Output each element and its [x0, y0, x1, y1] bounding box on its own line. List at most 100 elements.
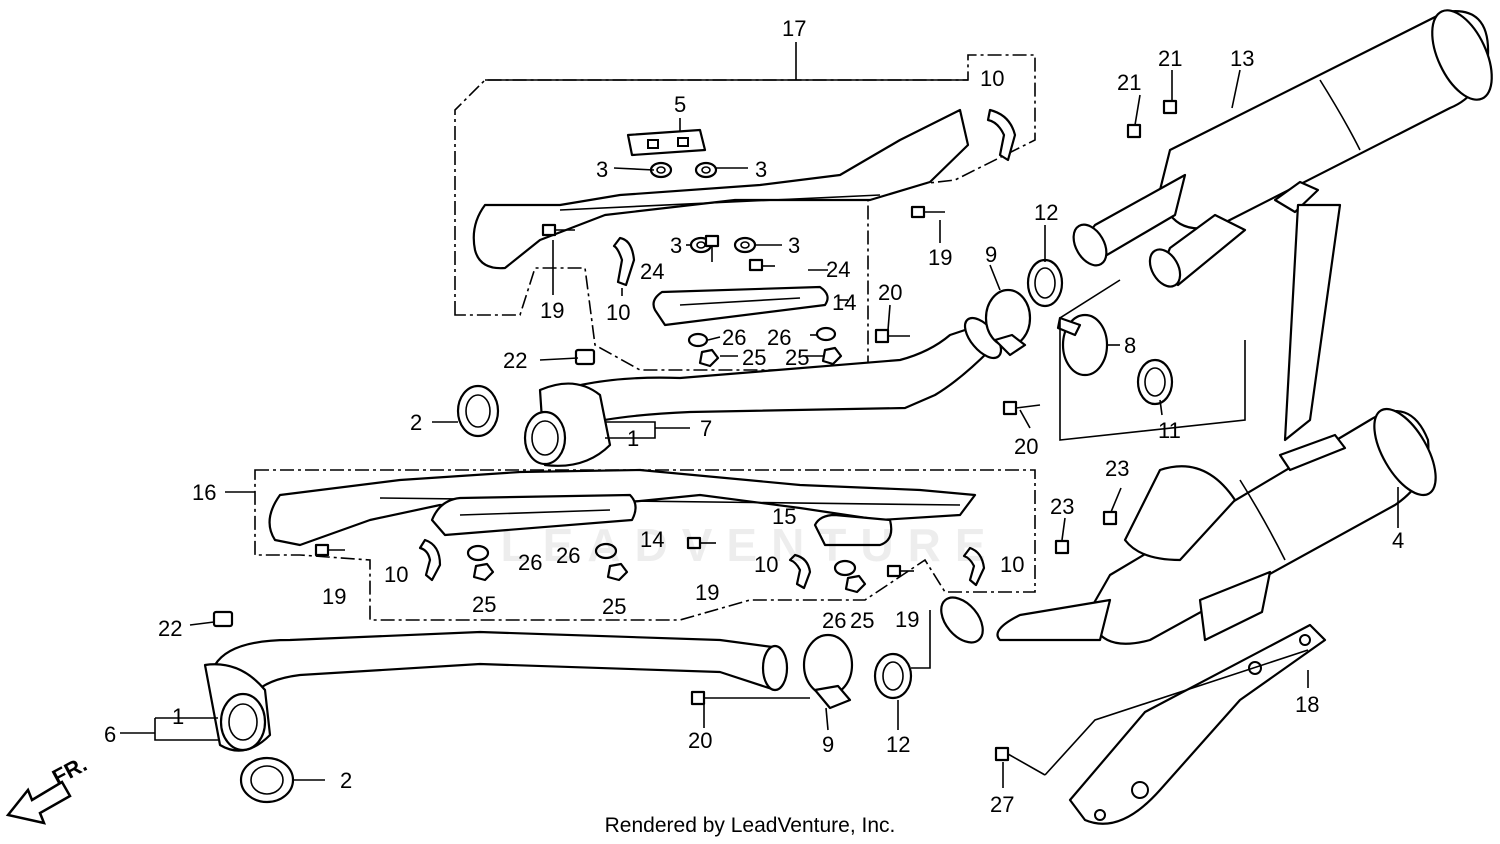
callout-10c: 10 [384, 562, 408, 587]
callout-26b: 26 [767, 325, 791, 350]
heat-shield-14b[interactable] [430, 493, 637, 537]
clamp-9a[interactable] [984, 288, 1032, 357]
clamp-10a[interactable] [986, 108, 1017, 162]
clamp-8[interactable] [1056, 313, 1109, 377]
callout-10a: 10 [980, 66, 1004, 91]
watermark: LEADVENTURE [500, 519, 1000, 571]
clamp-10b[interactable] [612, 236, 636, 287]
callout-20a: 20 [878, 280, 902, 305]
callout-3d: 3 [788, 233, 800, 258]
bolt-27[interactable] [994, 746, 1046, 776]
gasket-11[interactable] [1136, 358, 1174, 406]
callout-10b: 10 [606, 300, 630, 325]
bolt-20b[interactable] [1002, 400, 1041, 416]
washer-26e[interactable] [833, 559, 857, 577]
callout-11: 11 [1158, 418, 1181, 443]
bolt-24b[interactable] [748, 258, 775, 272]
muffler-upper-13[interactable] [1067, 1, 1500, 442]
nut-25b[interactable] [821, 346, 843, 366]
washer-3d[interactable] [733, 236, 757, 254]
callout-19a: 19 [928, 245, 952, 270]
gasket-12a[interactable] [1026, 258, 1064, 308]
washer-3a[interactable] [649, 161, 673, 179]
callout-3a: 3 [596, 157, 608, 182]
bracket-18[interactable] [1068, 623, 1327, 825]
callout-20b: 20 [1014, 434, 1038, 459]
callout-3b: 3 [755, 157, 767, 182]
bolt-24a[interactable] [704, 234, 720, 262]
callout-17: 17 [782, 16, 806, 41]
bolt-19b[interactable] [541, 223, 575, 237]
bolt-20a[interactable] [874, 328, 910, 344]
callout-21a: 21 [1117, 70, 1141, 95]
bolt-19a[interactable] [910, 205, 945, 219]
washer-26a[interactable] [687, 332, 709, 348]
washer-26c[interactable] [466, 544, 490, 562]
washer-26b[interactable] [815, 326, 837, 342]
clamp-10d[interactable] [788, 553, 812, 590]
heat-shield-upper[interactable] [472, 108, 970, 270]
leader-lines [120, 69, 1399, 788]
callout-25d: 25 [602, 594, 626, 619]
heat-shield-14[interactable] [652, 285, 829, 327]
plug-22a[interactable] [574, 348, 596, 366]
nut-25a[interactable] [698, 348, 720, 368]
callout-9a: 9 [985, 242, 997, 267]
callout-26c: 26 [518, 550, 542, 575]
washer-26d[interactable] [594, 542, 618, 560]
callout-19c: 19 [322, 584, 346, 609]
callout-6: 6 [104, 722, 116, 747]
leader-8-11 [1059, 279, 1246, 441]
bolt-23b[interactable] [1054, 539, 1070, 555]
bolt-23a[interactable] [1102, 510, 1118, 526]
callout-15: 15 [772, 504, 796, 529]
gasket-2a[interactable] [456, 384, 500, 438]
callout-24b: 24 [826, 257, 850, 282]
bolt-19e[interactable] [886, 564, 914, 578]
cover-5[interactable] [626, 128, 707, 157]
exhaust-pipe-6[interactable] [203, 630, 789, 752]
nut-25c[interactable] [472, 562, 495, 582]
washer-3b[interactable] [694, 161, 718, 179]
callout-1b: 1 [172, 704, 184, 729]
bolt-21a[interactable] [1126, 123, 1142, 139]
callout-14b: 14 [640, 527, 664, 552]
callout-24a: 24 [640, 259, 664, 284]
clamp-10e[interactable] [962, 546, 986, 587]
callout-25e: 25 [850, 608, 874, 633]
callout-23a: 23 [1105, 456, 1129, 481]
callout-16: 16 [192, 480, 216, 505]
clamp-9b[interactable] [802, 633, 854, 710]
callout-13: 13 [1230, 46, 1254, 71]
bolt-19c[interactable] [314, 543, 345, 557]
plug-22b[interactable] [212, 610, 234, 628]
callout-12a: 12 [1034, 200, 1058, 225]
bolt-19d[interactable] [686, 536, 716, 550]
callout-23b: 23 [1050, 494, 1074, 519]
callout-14a: 14 [832, 290, 856, 315]
muffler-lower-4[interactable] [933, 399, 1448, 650]
callout-25a: 25 [742, 345, 766, 370]
exhaust-pipe-7[interactable] [523, 312, 1008, 467]
gasket-12b[interactable] [873, 652, 913, 700]
group-outline-16 [254, 469, 1036, 621]
callout-9b: 9 [822, 732, 834, 757]
footer-credit: Rendered by LeadVenture, Inc. [604, 814, 896, 837]
nut-25d[interactable] [606, 562, 629, 582]
callout-21b: 21 [1158, 46, 1182, 71]
callout-4: 4 [1392, 528, 1404, 553]
callout-10e: 10 [1000, 552, 1024, 577]
front-arrow-icon [5, 780, 72, 825]
gasket-2b[interactable] [239, 756, 295, 804]
callout-19d: 19 [695, 580, 719, 605]
callout-25c: 25 [472, 592, 496, 617]
callout-3c: 3 [670, 233, 682, 258]
clamp-10c[interactable] [418, 538, 442, 582]
bolt-21b[interactable] [1162, 99, 1178, 115]
bolt-20c[interactable] [690, 690, 810, 706]
heat-shield-15[interactable] [813, 513, 893, 547]
callout-18: 18 [1295, 692, 1319, 717]
callout-22a: 22 [503, 348, 527, 373]
nut-25e[interactable] [844, 574, 867, 594]
